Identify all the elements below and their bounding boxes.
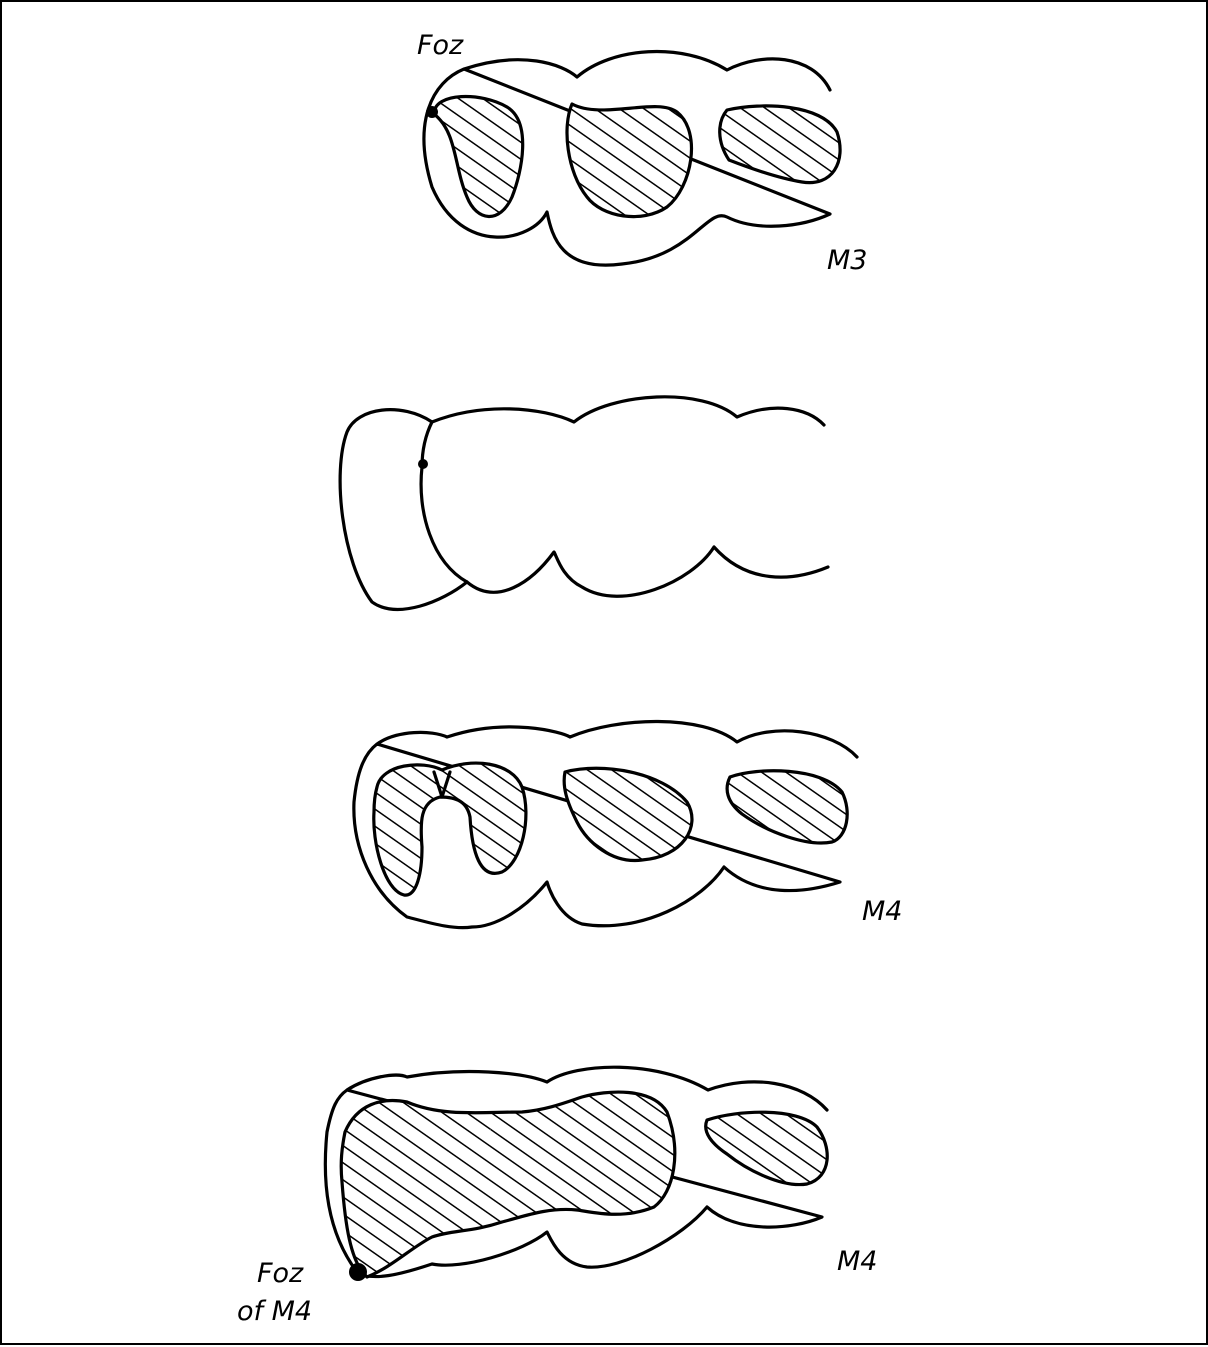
tooth-outline-drawing	[340, 397, 828, 610]
m4b-enamel-loop-right[interactable]	[706, 1112, 828, 1184]
outline-left-cap	[340, 410, 467, 610]
outline-main-body	[421, 397, 828, 596]
m4b-enamel-fused-area[interactable]	[341, 1092, 675, 1277]
bottom-foz-label-line2: of M4	[237, 1296, 312, 1327]
m4-bottom-label: M4	[837, 1246, 877, 1277]
m4-middle-label: M4	[862, 896, 902, 927]
m4-enamel-loop-2[interactable]	[564, 768, 692, 860]
bottom-foz-label-line1: Foz	[257, 1258, 304, 1289]
m3-enamel-loop-1[interactable]	[434, 97, 523, 217]
tooth-m3	[424, 52, 840, 266]
top-foz-label: Foz	[417, 30, 464, 61]
m4b-foz-dot	[349, 1263, 367, 1281]
m3-enamel-loop-3[interactable]	[720, 106, 840, 183]
m3-enamel-loop-2[interactable]	[567, 104, 691, 217]
m3-foz-dot	[426, 106, 438, 118]
m4-enamel-loop-3[interactable]	[727, 771, 847, 843]
tooth-m4-middle	[354, 721, 857, 927]
m4-enamel-loop-1[interactable]	[374, 763, 526, 895]
m3-label: M3	[827, 245, 867, 276]
tooth-m4-bottom	[325, 1067, 827, 1281]
outline-foz-dot	[418, 459, 428, 469]
